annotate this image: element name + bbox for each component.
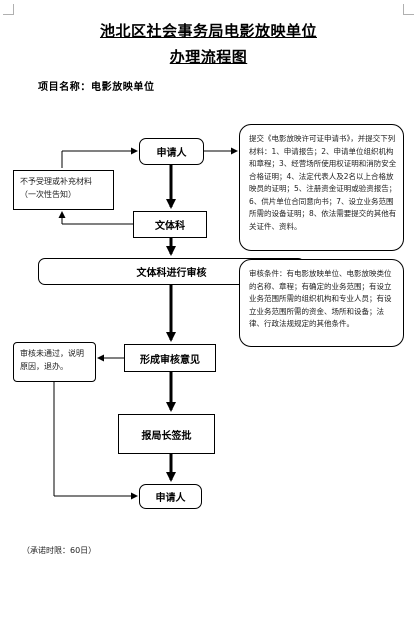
project-name: 项目名称：电影放映单位 bbox=[38, 82, 155, 93]
correction-loop-line bbox=[58, 147, 138, 225]
page-title: 池北区社会事务局电影放映单位 bbox=[99, 22, 317, 40]
page-corner-mark bbox=[403, 4, 414, 15]
page-subtitle: 办理流程图 bbox=[169, 48, 248, 66]
correction-note: 不予受理或补充材料（一次性告知） bbox=[13, 170, 114, 210]
materials-note: 提交《电影放映许可证申请书》，并提交下列材料：1、申请报告；2、申请单位组织机构… bbox=[239, 124, 404, 251]
applicant-start-box: 申请人 bbox=[139, 138, 204, 165]
approval-box: 报局长签批 bbox=[118, 414, 215, 454]
deadline-note: （承诺时限：60日） bbox=[22, 546, 97, 555]
rejection-note: 审核未通过，说明原因，退办。 bbox=[13, 342, 96, 382]
opinion-box: 形成审核意见 bbox=[124, 344, 216, 372]
conditions-note: 审核条件：有电影放映单位、电影放映类位的名称、章程；有确定的业务范围；有设立业务… bbox=[239, 259, 404, 347]
documents-box: 文体科 bbox=[133, 211, 207, 238]
applicant-end-box: 申请人 bbox=[139, 484, 202, 509]
rejection-to-applicant-line bbox=[53, 382, 138, 500]
page-corner-mark bbox=[3, 4, 14, 15]
